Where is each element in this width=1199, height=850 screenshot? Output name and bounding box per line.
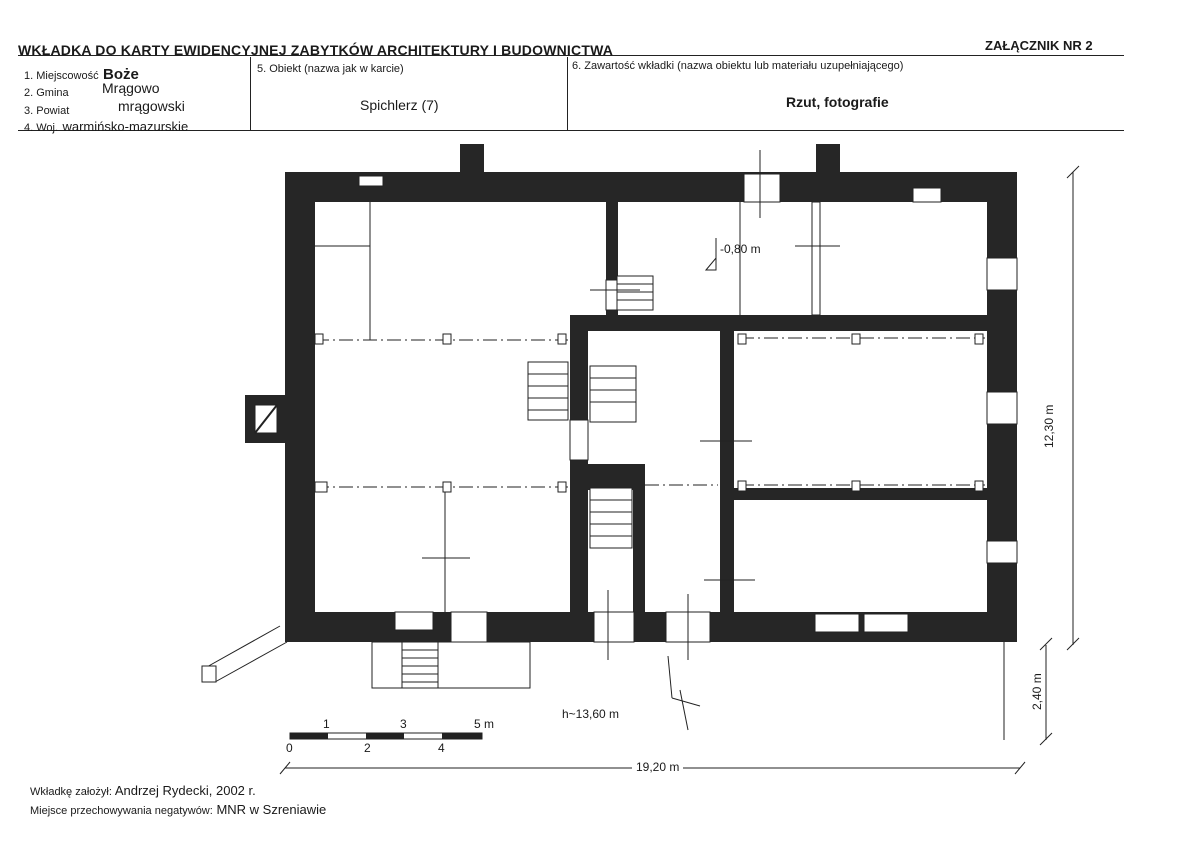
field-divider-1 (250, 57, 251, 131)
post-marks (314, 333, 984, 493)
dim-width: 12,30 m (1042, 404, 1056, 448)
level-mark: -0,80 m (720, 242, 761, 256)
object-value: Spichlerz (7) (360, 97, 439, 113)
province-field: 4. Woj. warmińsko-mazurskie (24, 118, 188, 136)
wall-openings (358, 173, 1018, 643)
entrance-ramp (201, 625, 288, 683)
header-top-rule (18, 55, 1124, 56)
content-label: 6. Zawartość wkładki (nazwa obiektu lub … (572, 60, 904, 72)
author-line: Wkładkę założył: Andrzej Rydecki, 2002 r… (30, 783, 256, 798)
interior-lines (315, 201, 1005, 740)
district-label: 3. Powiat (24, 105, 70, 117)
section-marks (422, 150, 840, 731)
height-mark: h~13,60 m (562, 707, 620, 721)
locality-value: Boże (103, 66, 139, 83)
header-bottom-rule (18, 130, 1124, 131)
form-title: WKŁADKA DO KARTY EWIDENCYJNEJ ZABYTKÓW A… (18, 42, 614, 58)
commune-value: Mrągowo (102, 80, 160, 96)
locality-label: 1. Miejscowość (24, 70, 99, 82)
district-value: mrągowski (118, 98, 185, 114)
author-value: Andrzej Rydecki, 2002 r. (114, 783, 256, 798)
storage-line: Miejsce przechowywania negatywów: MNR w … (30, 802, 326, 817)
scale-label-0: 0 (286, 741, 293, 755)
scale-bar (289, 732, 483, 740)
storage-label: Miejsce przechowywania negatywów: (30, 805, 213, 817)
outer-walls (285, 144, 1017, 642)
locality-field: 1. Miejscowość Boże (24, 66, 139, 84)
scale-label-4: 4 (438, 741, 445, 755)
commune-label: 2. Gmina (24, 87, 69, 99)
field-divider-2 (567, 57, 568, 131)
dim-annex: 2,40 m (1030, 673, 1044, 710)
scale-label-3: 3 (400, 717, 407, 731)
object-label: 5. Obiekt (nazwa jak w karcie) (257, 63, 404, 75)
beam-axes (315, 337, 985, 488)
author-label: Wkładkę założył: (30, 786, 112, 798)
scale-label-1: 1 (323, 717, 330, 731)
storage-value: MNR w Szreniawie (216, 802, 327, 817)
province-value: warmińsko-mazurskie (62, 119, 189, 134)
dimension-lines (279, 165, 1080, 775)
district-field: 3. Powiat (24, 101, 69, 119)
dim-length: 19,20 m (632, 760, 684, 774)
commune-field: 2. Gmina (24, 83, 69, 101)
stairs (401, 275, 654, 689)
scale-label-2: 2 (364, 741, 371, 755)
province-label: 4. Woj. (24, 122, 59, 134)
attachment-label: ZAŁĄCZNIK NR 2 (985, 38, 1093, 53)
scale-label-5m: 5 m (474, 717, 495, 731)
content-value: Rzut, fotografie (786, 94, 889, 110)
